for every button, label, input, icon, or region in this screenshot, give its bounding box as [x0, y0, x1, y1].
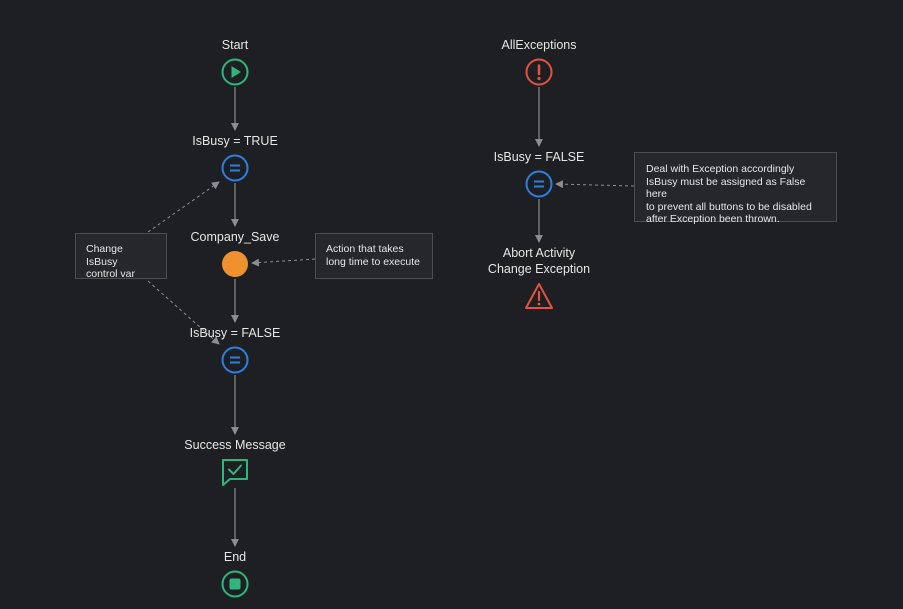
end-label: End	[223, 550, 247, 564]
circle-icon	[222, 251, 248, 277]
isbusy-note[interactable]: Change IsBusy control var	[75, 233, 167, 280]
assign-false-label: IsBusy = FALSE	[189, 326, 281, 340]
message-label: Success Message	[184, 438, 286, 452]
action-node[interactable]	[221, 250, 249, 278]
note-connector-isbusy-bottom	[147, 280, 220, 345]
assign-true-node[interactable]	[221, 154, 249, 182]
note-connector-exception	[555, 180, 635, 189]
assign-false-node[interactable]	[221, 346, 249, 374]
exception-handler-node[interactable]	[525, 58, 553, 86]
equals-icon	[221, 154, 249, 182]
action-note[interactable]: Action that takes long time to execute	[315, 233, 433, 279]
exception-note[interactable]: Deal with Exception accordingly IsBusy m…	[634, 152, 837, 225]
exception-assign-node[interactable]	[525, 170, 553, 198]
note-connector-action	[251, 258, 316, 267]
stop-icon	[221, 570, 249, 598]
exception-handler-label: AllExceptions	[501, 38, 577, 52]
start-label: Start	[221, 38, 249, 52]
abort-label: Abort Activity Change Exception	[487, 246, 591, 276]
message-check-icon	[222, 459, 248, 486]
abort-node[interactable]	[525, 282, 553, 310]
action-label: Company_Save	[190, 230, 280, 244]
message-node[interactable]	[221, 458, 249, 486]
exception-assign-label: IsBusy = FALSE	[493, 150, 585, 164]
warning-triangle-icon	[525, 283, 553, 309]
assign-true-label: IsBusy = TRUE	[192, 134, 278, 148]
exclamation-icon	[525, 58, 553, 86]
end-node[interactable]	[221, 570, 249, 598]
equals-icon	[525, 170, 553, 198]
note-connector-isbusy-top	[147, 181, 220, 233]
equals-icon	[221, 346, 249, 374]
start-node[interactable]	[221, 58, 249, 86]
play-icon	[221, 58, 249, 86]
